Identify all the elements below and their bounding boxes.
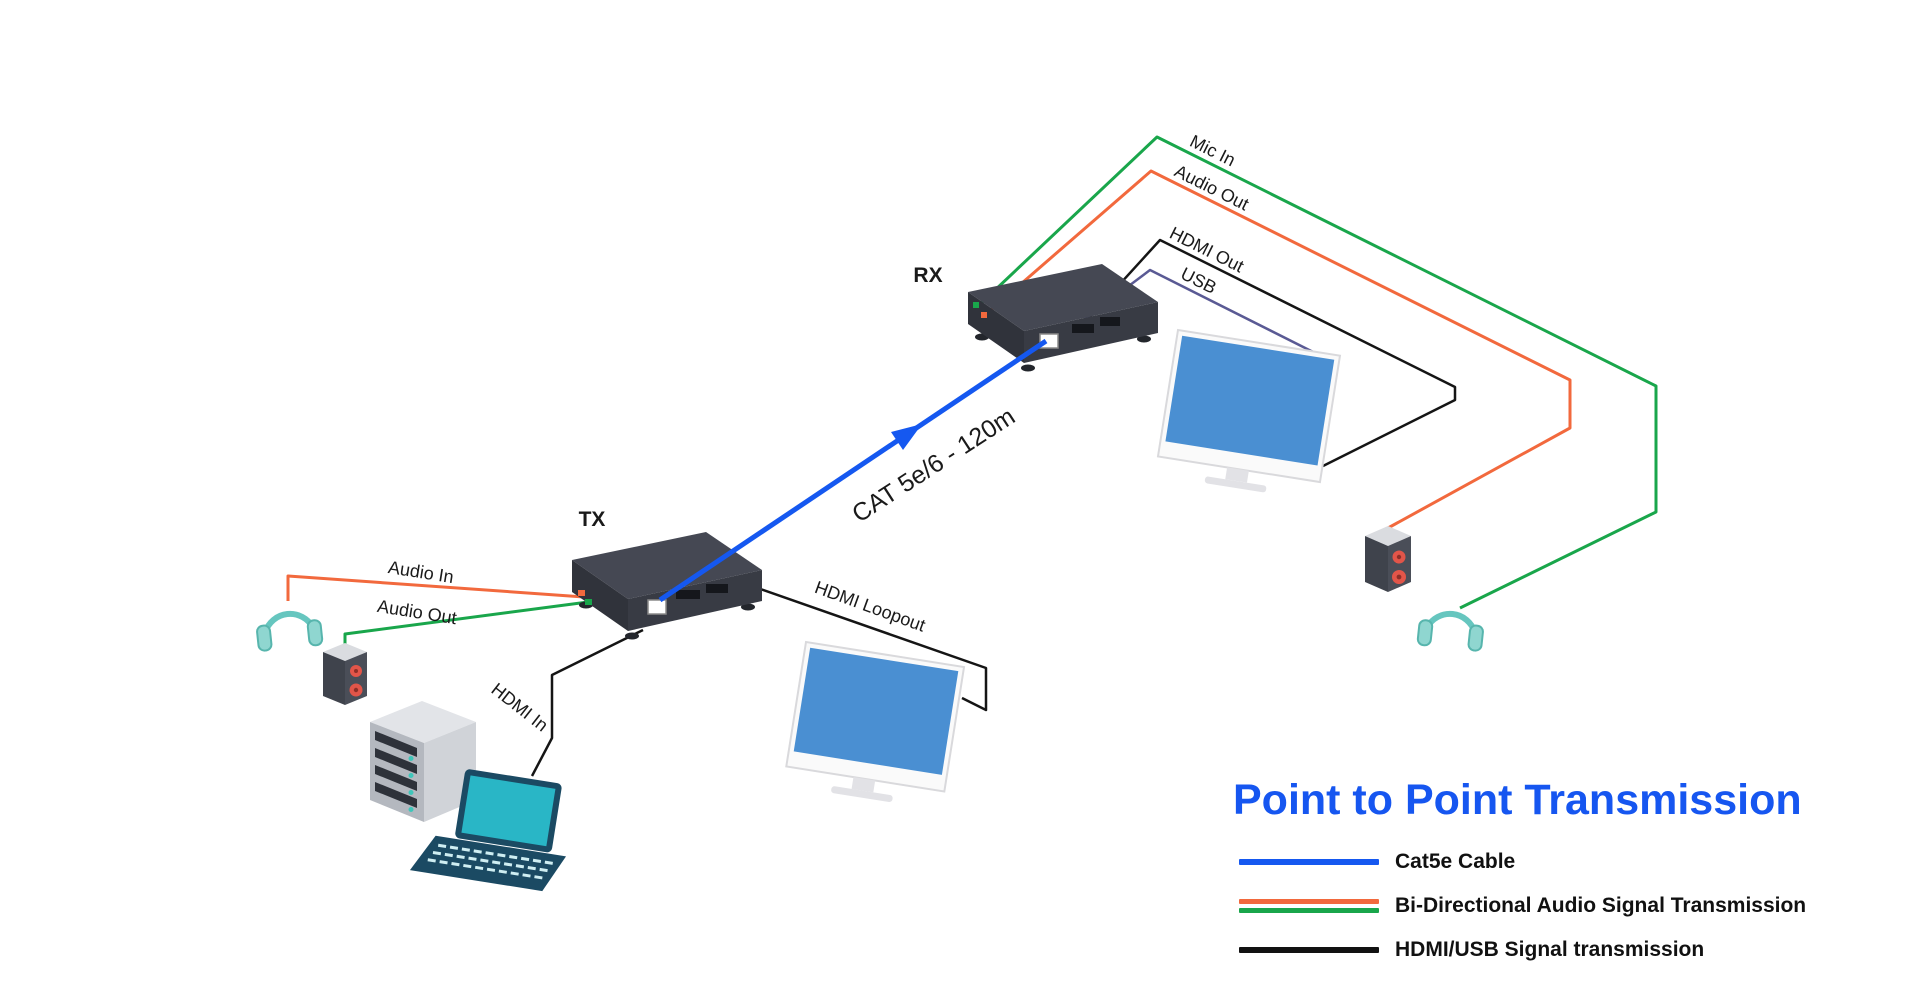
headphones-icon bbox=[256, 611, 323, 652]
diagram-title: Point to Point Transmission bbox=[1233, 776, 1802, 824]
hdmi-loopout-line bbox=[748, 583, 988, 712]
legend-label: Cat5e Cable bbox=[1395, 850, 1516, 873]
tx-label: TX bbox=[579, 508, 606, 531]
cat-cable-label: CAT 5e/6 - 120m bbox=[847, 402, 1020, 528]
loopout-monitor-icon bbox=[785, 640, 966, 802]
hdmi-usb-swatch bbox=[1239, 947, 1379, 953]
audio-swatch bbox=[1239, 899, 1379, 913]
legend-item-audio: Bi-Directional Audio Signal Transmission bbox=[1239, 894, 1806, 918]
usb-label: USB bbox=[1178, 263, 1220, 297]
cable-arrow-icon bbox=[891, 424, 922, 450]
rx-label: RX bbox=[913, 264, 942, 287]
rx-headphones-icon bbox=[1417, 611, 1484, 652]
hdmi-out-line bbox=[1077, 238, 1457, 468]
hdmi-in-line bbox=[530, 628, 644, 777]
speaker-icon bbox=[323, 643, 367, 705]
legend: Cat5e Cable Bi-Directional Audio Signal … bbox=[1239, 850, 1806, 982]
rx-speaker-icon bbox=[1365, 526, 1411, 592]
mic-in-line bbox=[974, 135, 1658, 610]
cat5e-cable-line bbox=[658, 338, 1048, 603]
rx-device bbox=[968, 264, 1158, 372]
rx-monitor-icon bbox=[1156, 328, 1342, 493]
legend-label: HDMI/USB Signal transmission bbox=[1395, 938, 1705, 961]
audio-out-right-line bbox=[983, 169, 1572, 530]
tx-device bbox=[572, 532, 762, 640]
legend-label: Bi-Directional Audio Signal Transmission bbox=[1395, 894, 1807, 917]
audio-in-line bbox=[286, 574, 585, 601]
hdmi-in-label: HDMI In bbox=[488, 679, 552, 735]
cat5e-swatch bbox=[1239, 859, 1379, 865]
legend-item-hdmi-usb: HDMI/USB Signal transmission bbox=[1239, 938, 1806, 962]
laptop-icon bbox=[409, 769, 567, 892]
legend-item-cat5e: Cat5e Cable bbox=[1239, 850, 1806, 874]
